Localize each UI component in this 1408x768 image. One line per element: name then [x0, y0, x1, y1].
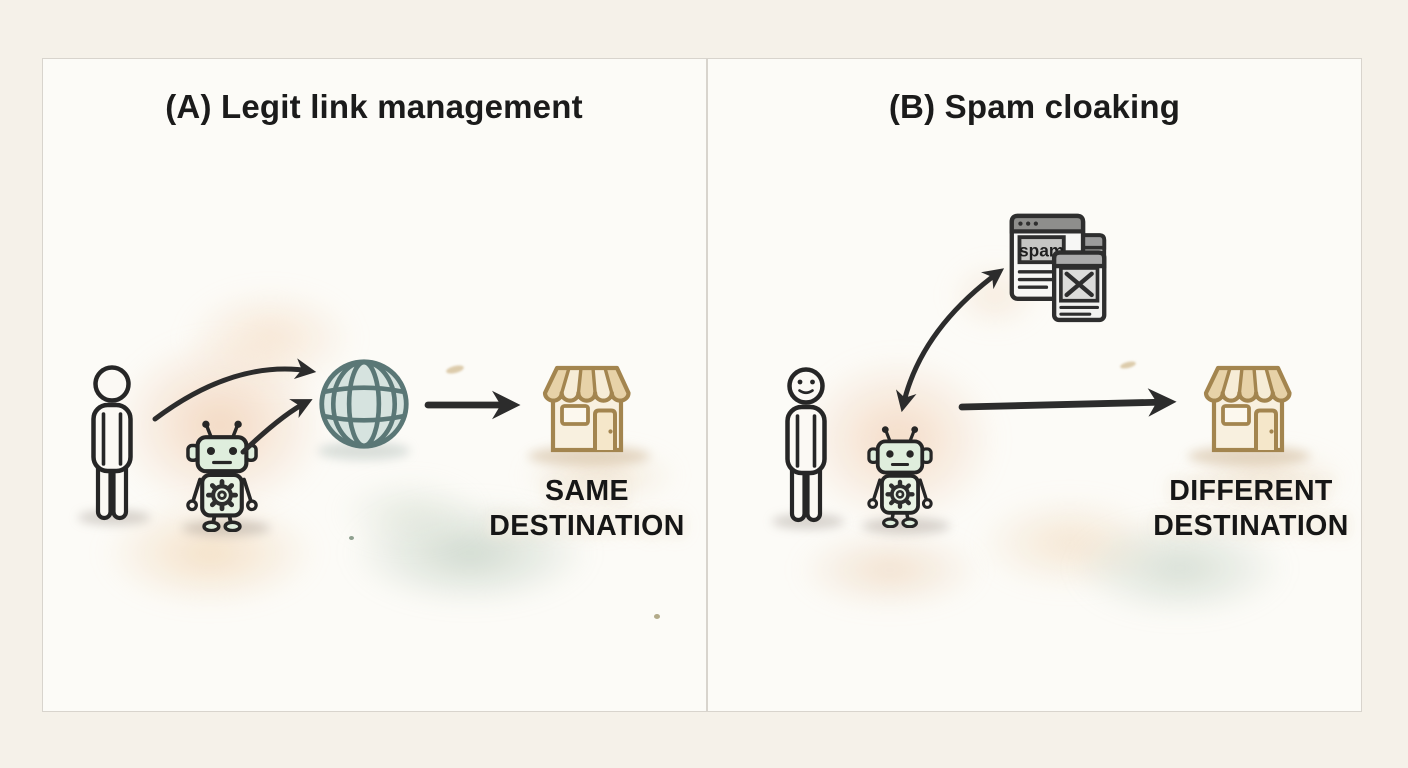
gear-icon — [885, 479, 915, 509]
panel-a-title: (A) Legit link management — [165, 88, 583, 125]
storefront-icon — [542, 365, 631, 453]
destination-line: SAME — [545, 475, 629, 507]
panel-b-title: (B) Spam cloaking — [888, 88, 1181, 125]
robot-icon — [186, 420, 258, 532]
globe-icon — [319, 359, 409, 449]
panel-b-destination-label: DIFFERENT DESTINATION — [1096, 474, 1406, 544]
figure-border — [42, 58, 1362, 712]
destination-line: DESTINATION — [1153, 510, 1349, 542]
gear-icon — [205, 479, 239, 512]
spam-webpages-icon: spam — [1009, 213, 1107, 323]
person-smiling-icon — [785, 367, 827, 523]
destination-line: DIFFERENT — [1169, 475, 1333, 507]
person-icon — [91, 365, 133, 521]
robot-icon — [867, 426, 933, 528]
destination-line: DESTINATION — [489, 510, 685, 542]
panel-divider — [706, 59, 708, 712]
panel-a-destination-label: SAME DESTINATION — [447, 474, 727, 544]
storefront-icon — [1203, 365, 1292, 453]
